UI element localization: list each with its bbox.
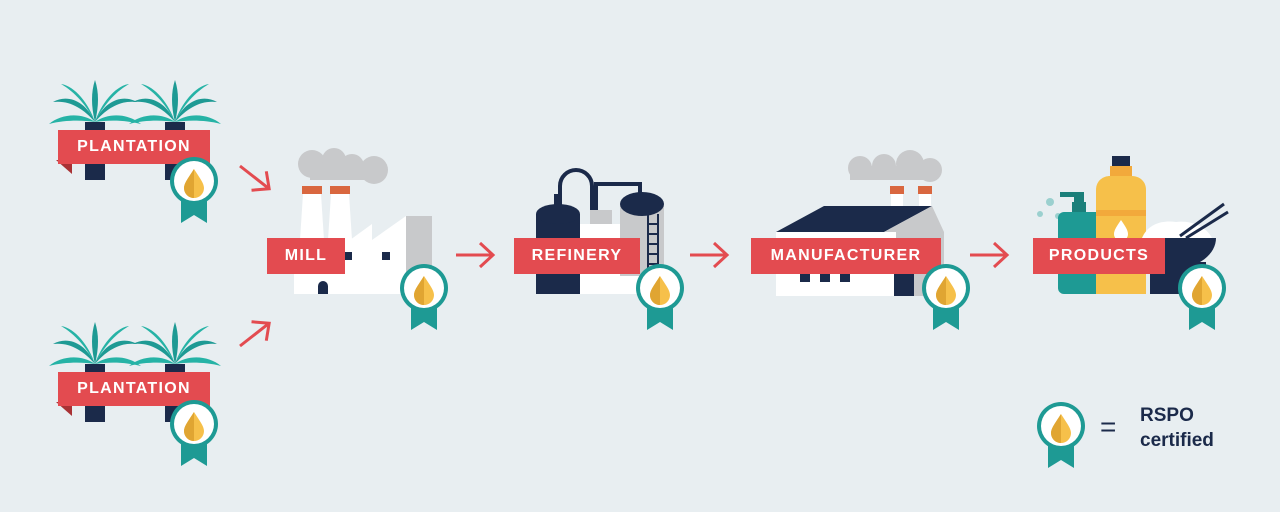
mill-label: MILL	[267, 238, 345, 274]
legend-line-1: RSPO	[1140, 405, 1194, 426]
rspo-badge-icon	[1037, 402, 1085, 468]
refinery-label: REFINERY	[514, 238, 640, 274]
plantation-bottom-label: PLANTATION	[58, 372, 210, 406]
rspo-badge-icon	[170, 400, 218, 466]
arrow-icon	[968, 241, 1009, 269]
rspo-badge-icon	[400, 264, 448, 330]
rspo-badge-icon	[170, 157, 218, 223]
arrow-icon	[688, 241, 729, 269]
manufacturer-label: MANUFACTURER	[751, 238, 941, 274]
arrow-icon	[231, 312, 279, 357]
arrow-icon	[454, 241, 495, 269]
legend-line-2: certified	[1140, 430, 1214, 451]
products-label: PRODUCTS	[1033, 238, 1165, 274]
rspo-badge-icon	[1178, 264, 1226, 330]
plantation-top-label: PLANTATION	[58, 130, 210, 164]
rspo-badge-icon	[922, 264, 970, 330]
legend-equals: =	[1100, 411, 1117, 442]
rspo-badge-icon	[636, 264, 684, 330]
mill-building	[294, 148, 432, 294]
